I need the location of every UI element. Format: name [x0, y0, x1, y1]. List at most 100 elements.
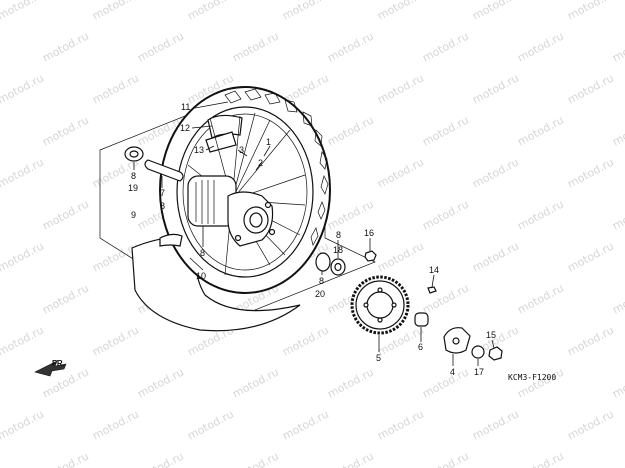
callout-3: 3 — [239, 145, 244, 155]
watermark-text: motod.ru — [325, 449, 376, 468]
driven-sprocket — [350, 275, 410, 335]
watermark-text: motod.ru — [40, 281, 91, 316]
watermark-text: motod.ru — [565, 155, 616, 190]
watermark-text: motod.ru — [515, 365, 566, 400]
watermark-text: motod.ru — [470, 0, 521, 23]
watermark-text: motod.ru — [515, 197, 566, 232]
watermark-text: motod.ru — [280, 407, 331, 442]
callout-16: 16 — [364, 228, 374, 238]
callout-6: 6 — [418, 342, 423, 352]
bolt-14 — [427, 286, 437, 294]
callout-12: 12 — [180, 123, 190, 133]
watermark-text: motod.ru — [135, 449, 186, 468]
watermark-text: motod.ru — [470, 155, 521, 190]
watermark-text: motod.ru — [325, 365, 376, 400]
watermark-text: motod.ru — [565, 407, 616, 442]
callout-2: 2 — [258, 158, 263, 168]
watermark-text: motod.ru — [515, 29, 566, 64]
watermark-text: motod.ru — [40, 197, 91, 232]
watermark-text: motod.ru — [135, 365, 186, 400]
callout-4: 4 — [450, 367, 455, 377]
watermark-text: motod.ru — [610, 365, 625, 400]
tube-part — [207, 114, 243, 139]
callout-18: 18 — [333, 245, 343, 255]
watermark-text: motod.ru — [470, 71, 521, 106]
callout-8: 8 — [336, 230, 341, 240]
bolt-16 — [364, 250, 377, 262]
watermark-text: motod.ru — [0, 0, 46, 23]
watermark-text: motod.ru — [325, 29, 376, 64]
watermark-text: motod.ru — [230, 365, 281, 400]
watermark-text: motod.ru — [610, 29, 625, 64]
watermark-text: motod.ru — [185, 0, 236, 23]
watermark-text: motod.ru — [610, 113, 625, 148]
watermark-text: motod.ru — [565, 0, 616, 23]
watermark-text: motod.ru — [565, 323, 616, 358]
rim-inner — [182, 113, 308, 271]
watermark-text: motod.ru — [0, 155, 46, 190]
watermark-text: motod.ru — [90, 0, 141, 23]
callout-9: 9 — [131, 210, 136, 220]
collar-6 — [414, 312, 429, 327]
watermark-text: motod.ru — [90, 407, 141, 442]
watermark-text: motod.ru — [515, 449, 566, 468]
callout-7: 7 — [160, 188, 165, 198]
callout-11: 11 — [181, 102, 190, 112]
watermark-text: motod.ru — [40, 449, 91, 468]
watermark-text: motod.ru — [375, 0, 426, 23]
watermark-text: motod.ru — [230, 29, 281, 64]
bearing-left-bore — [129, 150, 139, 158]
callout-8: 8 — [131, 171, 136, 181]
watermark-text: motod.ru — [40, 113, 91, 148]
diagram-code: KCM3-F1200 — [508, 373, 556, 382]
watermark-text: motod.ru — [420, 365, 471, 400]
watermark-text: motod.ru — [470, 407, 521, 442]
dust-seal — [159, 233, 183, 247]
watermark-text: motod.ru — [135, 29, 186, 64]
watermark-text: motod.ru — [40, 29, 91, 64]
callout-5: 5 — [376, 353, 381, 363]
callout-14: 14 — [429, 265, 439, 275]
front-arrow-icon — [34, 360, 67, 377]
watermark-text: motod.ru — [420, 281, 471, 316]
watermark-text: motod.ru — [230, 449, 281, 468]
watermark-text: motod.ru — [610, 281, 625, 316]
watermark-text: motod.ru — [375, 71, 426, 106]
watermark-text: motod.ru — [0, 323, 46, 358]
callout-20: 20 — [315, 289, 325, 299]
watermark-text: motod.ru — [470, 239, 521, 274]
hub-bore — [249, 212, 263, 228]
watermark-text: motod.ru — [420, 29, 471, 64]
watermark-text: motod.ru — [0, 407, 46, 442]
watermark-text: motod.ru — [565, 71, 616, 106]
callout-8: 8 — [200, 248, 205, 258]
watermark-text: motod.ru — [515, 281, 566, 316]
tire-tread — [224, 88, 329, 246]
watermark-text: motod.ru — [0, 239, 46, 274]
watermark-text: motod.ru — [420, 197, 471, 232]
callout-1: 1 — [266, 137, 271, 147]
hub-bolt — [268, 228, 276, 236]
watermark-text: motod.ru — [280, 323, 331, 358]
side-plate-hole — [452, 337, 460, 345]
watermark-text: motod.ru — [610, 197, 625, 232]
nut-15 — [488, 346, 503, 361]
watermark-text: motod.ru — [420, 113, 471, 148]
watermark-text: motod.ru — [185, 407, 236, 442]
watermark-text: motod.ru — [325, 113, 376, 148]
watermark-text: motod.ru — [0, 71, 46, 106]
watermark-text: motod.ru — [515, 113, 566, 148]
watermark-text: motod.ru — [375, 407, 426, 442]
callout-19: 19 — [128, 183, 138, 193]
watermark-text: motod.ru — [565, 239, 616, 274]
hub-bolt — [264, 201, 272, 209]
watermark-text: motod.ru — [375, 239, 426, 274]
seal-right-bore — [334, 262, 342, 272]
leader-lines — [133, 101, 495, 366]
bearing-right — [315, 252, 331, 272]
callout-numbers: 11 12 13 3 2 1 8 19 9 7 8 8 10 8 18 8 20… — [128, 102, 496, 377]
hub-fins — [195, 180, 215, 224]
watermark-text: motod.ru — [90, 71, 141, 106]
